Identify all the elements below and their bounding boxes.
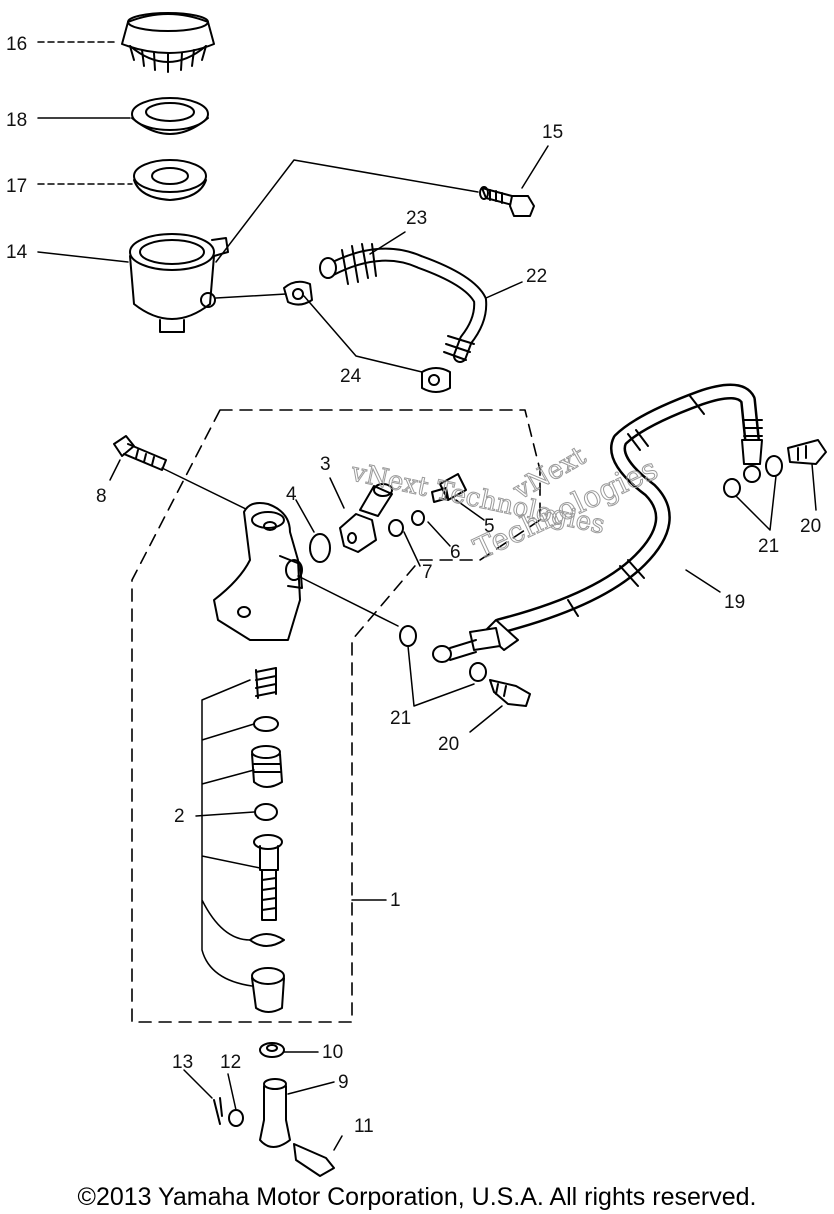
breather-hose-part <box>319 243 488 363</box>
callout-5: 5 <box>484 516 495 537</box>
pin-11-part <box>293 1143 335 1177</box>
o-ring-4 <box>309 533 331 563</box>
callout-14: 14 <box>6 242 28 263</box>
seal-2-part <box>254 803 278 821</box>
callout-12: 12 <box>220 1052 241 1073</box>
callout-6: 6 <box>450 542 461 563</box>
cup-part <box>251 745 283 788</box>
callout-labels: 16 18 17 14 15 23 22 24 8 3 4 5 6 7 19 2… <box>6 34 821 1137</box>
washer-21-upper-a <box>723 478 741 498</box>
piston-part <box>253 834 283 921</box>
brake-hose-19 <box>432 383 763 663</box>
clevis-9-part <box>259 1078 335 1148</box>
bolt-8-part <box>109 435 253 513</box>
callout-20-upper: 20 <box>800 516 821 537</box>
union-bolt-20-lower <box>469 679 531 733</box>
washer-6 <box>411 510 425 526</box>
reservoir-cap-part <box>121 12 215 73</box>
callout-10: 10 <box>322 1042 343 1063</box>
callout-18: 18 <box>6 110 27 131</box>
copyright-notice: ©2013 Yamaha Motor Corporation, U.S.A. A… <box>77 1183 757 1211</box>
hose-clip-lower <box>421 367 451 393</box>
callout-20-lower: 20 <box>438 734 459 755</box>
diaphragm-part <box>131 97 209 135</box>
callout-11: 11 <box>354 1116 374 1137</box>
washer-7 <box>388 519 404 537</box>
spring-seat-part <box>253 716 279 732</box>
assembly-outline <box>131 409 541 1023</box>
callout-17: 17 <box>6 176 27 197</box>
washer-12-part <box>228 1109 244 1127</box>
washer-21-lower-b <box>469 662 487 682</box>
diaphragm-plate-part <box>133 159 207 201</box>
callout-16: 16 <box>6 34 27 55</box>
hose-clip-upper <box>283 280 313 306</box>
callout-15: 15 <box>542 122 563 143</box>
callout-8: 8 <box>96 486 107 507</box>
callout-9: 9 <box>338 1072 349 1093</box>
callout-7: 7 <box>422 562 433 583</box>
callout-1: 1 <box>390 890 401 911</box>
callout-23: 23 <box>406 208 427 229</box>
washer-21-lower-a <box>399 625 417 647</box>
union-bolt-20-upper <box>787 439 827 511</box>
callout-2: 2 <box>174 806 185 827</box>
circlip-part <box>249 933 285 947</box>
washer-21-upper-b <box>765 455 783 477</box>
cotter-pin-13-part <box>213 1097 223 1125</box>
reservoir-part <box>129 233 229 333</box>
boot-part <box>251 967 285 1013</box>
screw-15-part <box>479 186 535 217</box>
callout-22: 22 <box>526 266 547 287</box>
callout-21-lower: 21 <box>390 708 411 729</box>
callout-4: 4 <box>286 484 297 505</box>
screw-5-part <box>431 473 467 503</box>
master-cylinder-body <box>213 502 399 641</box>
nut-10-part <box>259 1042 319 1058</box>
hose-joint-3 <box>329 477 393 553</box>
callout-21-upper: 21 <box>758 536 779 557</box>
callout-19: 19 <box>724 592 745 613</box>
callout-13: 13 <box>172 1052 193 1073</box>
spring-part <box>255 667 277 699</box>
callout-3: 3 <box>320 454 331 475</box>
callout-24: 24 <box>340 366 362 387</box>
